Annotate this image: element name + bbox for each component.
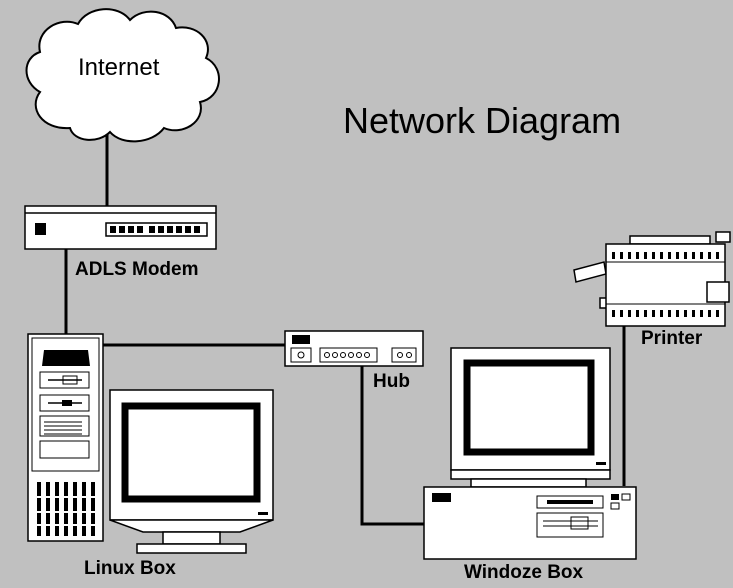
connections	[64, 132, 626, 526]
windoze-box-label: Windoze Box	[464, 562, 584, 583]
cloud-icon	[25, 8, 220, 143]
modem-label: ADLS Modem	[75, 259, 199, 280]
desktop-computer-icon	[423, 486, 637, 560]
modem-icon	[24, 205, 217, 250]
printer-icon	[573, 231, 731, 327]
printer-label: Printer	[641, 328, 703, 349]
windoze-monitor-icon	[450, 347, 611, 488]
linux-monitor-icon	[109, 389, 274, 554]
hub-icon	[284, 330, 424, 367]
internet-label: Internet	[78, 54, 160, 81]
tower-computer-icon	[27, 333, 104, 542]
diagram-title: Network Diagram	[343, 100, 622, 141]
linux-box-label: Linux Box	[84, 558, 176, 579]
hub-label: Hub	[373, 371, 410, 392]
link-hub-windoze	[360, 366, 424, 526]
